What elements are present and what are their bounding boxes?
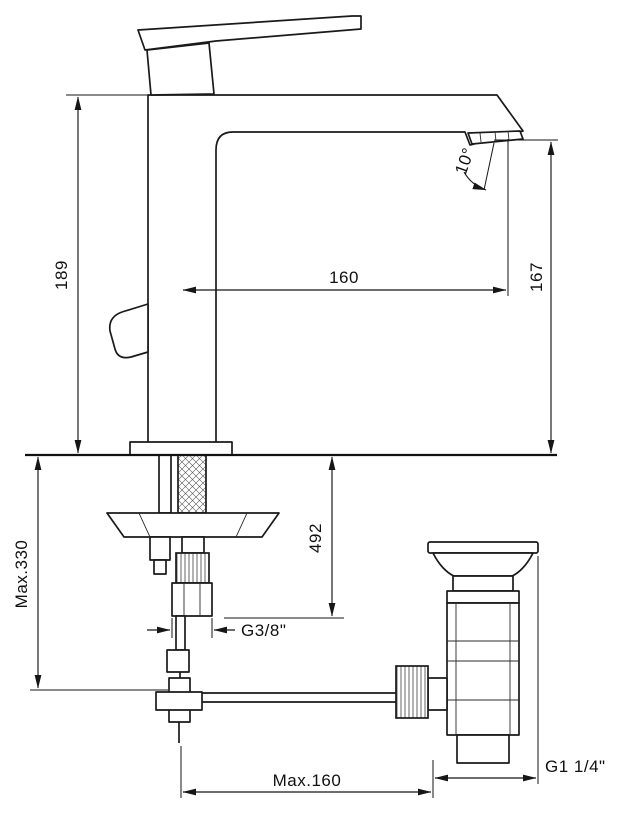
pivot-cross-horizontal — [155, 691, 203, 711]
shank-lower — [181, 536, 205, 554]
dim-160-label: 160 — [329, 268, 359, 287]
faucet-body — [147, 94, 524, 456]
drain-neck — [452, 575, 514, 592]
supply-knurled-nut — [175, 552, 210, 584]
dim-drain-offset-max160: Max.160 — [180, 746, 434, 798]
faucet-lever-blade — [137, 15, 362, 51]
angle-label: 10° — [451, 145, 478, 177]
drain-dome — [432, 552, 534, 577]
dim-g114-label: G1 1/4" — [545, 757, 606, 776]
mounting-flange-facets — [138, 512, 248, 538]
dim-outlet-height-167: 167 — [494, 139, 558, 454]
dim-under-counter-492: 492 — [224, 456, 344, 619]
faucet — [108, 15, 524, 456]
dim-max160-label: Max.160 — [273, 771, 342, 790]
under-counter-assembly — [106, 454, 398, 743]
drain-cap — [427, 541, 539, 554]
supply-hex-nut-facets — [183, 583, 201, 616]
angle-reference-line — [483, 142, 495, 191]
faucet-base-flange — [129, 441, 233, 456]
faucet-lever-neck — [146, 42, 215, 96]
supply-tube — [175, 615, 186, 651]
drain-body-lines — [447, 603, 519, 735]
lift-rod-guide-block — [149, 536, 171, 561]
dim-189-label: 189 — [52, 260, 71, 290]
supply-hex-nut — [171, 582, 213, 617]
mounting-flange — [106, 512, 280, 538]
angle-arc — [463, 171, 487, 191]
dim-492-label: 492 — [306, 523, 325, 553]
pop-up-horizontal-rod — [189, 692, 398, 703]
drain-tailpiece — [456, 734, 510, 764]
lift-rod-guide-tip — [153, 559, 167, 575]
dim-angle-10: 10° — [451, 142, 495, 191]
dim-reach-160: 160 — [182, 139, 509, 296]
dim-g38-extensions — [171, 618, 213, 638]
faucet-side-lever — [108, 303, 149, 359]
drain-upper-flange — [446, 590, 520, 604]
drain-knurled-nut — [395, 665, 429, 719]
dim-330-label: Max.330 — [12, 540, 31, 609]
drain-assembly — [395, 541, 539, 764]
dim-167-label: 167 — [527, 262, 546, 292]
dim-height-189: 189 — [52, 94, 150, 454]
drain-rod-connector — [427, 677, 448, 711]
lift-rod-channel — [158, 454, 172, 514]
dim-supply-thread-g38: G3/8" — [147, 618, 286, 640]
rod-clamp-block — [166, 649, 190, 673]
drain-body — [446, 602, 520, 736]
dim-drain-thread-g114: G1 1/4" — [434, 556, 606, 784]
dim-g38-label: G3/8" — [241, 621, 286, 640]
dim-max160-extensions — [180, 746, 434, 798]
threaded-shank — [177, 454, 207, 514]
dim-max-330: Max.330 — [12, 456, 168, 691]
